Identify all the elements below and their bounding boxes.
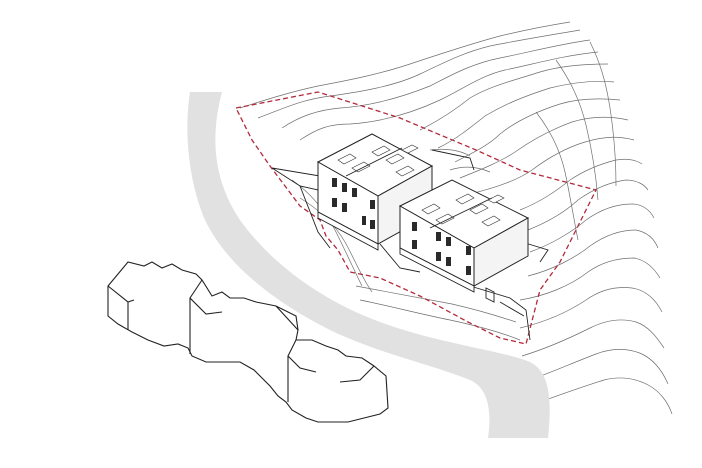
window-icon — [436, 232, 441, 241]
contour-line — [299, 197, 373, 293]
contour-line — [359, 299, 521, 341]
contour-line — [519, 287, 663, 329]
retaining-wall — [299, 185, 331, 249]
contour-line — [521, 319, 665, 357]
contour-line — [355, 285, 517, 323]
window-icon — [370, 200, 375, 209]
skylight-icon — [469, 203, 489, 215]
contour-line — [527, 229, 659, 277]
contour-line — [529, 349, 669, 385]
window-icon — [436, 252, 441, 261]
contour-line — [299, 51, 599, 141]
neighbor-inner-edge — [339, 365, 375, 383]
contour-line — [291, 179, 363, 287]
building-block-a — [316, 133, 434, 251]
skylight-icon — [371, 145, 391, 157]
skylight-icon — [401, 144, 419, 154]
neighbor-inner-edge — [189, 279, 223, 315]
neighbor-inner-edge — [287, 339, 317, 373]
window-icon — [466, 266, 471, 275]
contour-line — [589, 41, 617, 187]
contour-line — [257, 29, 581, 119]
contour-line — [437, 80, 615, 149]
retaining-wall — [431, 149, 475, 171]
window-icon — [332, 198, 337, 207]
contour-line — [281, 39, 591, 129]
skylight-icon — [395, 165, 415, 177]
window-icon — [412, 240, 417, 249]
skylight-icon — [385, 153, 405, 165]
window-icon — [412, 222, 417, 231]
contour-line — [239, 21, 571, 109]
contour-line — [419, 63, 609, 131]
window-icon — [342, 183, 347, 192]
retaining-wall — [499, 301, 525, 317]
neighbor-inner-edge — [275, 305, 299, 331]
neighbor-inner-edge — [107, 285, 135, 303]
skylight-icon — [481, 215, 501, 227]
contour-line — [449, 166, 491, 173]
contour-line — [459, 116, 629, 179]
plinth-a — [317, 211, 379, 251]
skylight-icon — [337, 153, 357, 165]
facade-b-right — [473, 217, 529, 287]
window-icon — [370, 220, 375, 229]
contour-line — [529, 203, 655, 253]
building-block-b — [398, 179, 530, 293]
neighboring-building-outline — [107, 261, 389, 423]
contour-line — [539, 377, 673, 415]
contour-line — [429, 148, 471, 157]
contour-line — [535, 111, 579, 241]
contour-line — [454, 98, 621, 163]
contour-line — [555, 59, 599, 201]
window-icon — [362, 216, 366, 225]
window-icon — [446, 257, 451, 266]
retaining-wall — [379, 243, 421, 273]
skylight-icon — [421, 203, 441, 215]
skylight-icon — [487, 194, 505, 204]
retaining-wall — [521, 241, 549, 263]
curved-road — [187, 92, 550, 438]
window-icon — [332, 178, 337, 187]
neighbor-outline — [107, 261, 389, 423]
window-icon — [446, 237, 451, 246]
window-icon — [342, 203, 347, 212]
window-icon — [352, 188, 357, 197]
roof-divider — [429, 197, 493, 229]
plinth-b — [399, 247, 475, 293]
topographic-contours — [239, 21, 673, 415]
plot-boundary — [235, 91, 597, 345]
contour-line — [527, 179, 649, 231]
retaining-wall — [469, 285, 531, 341]
skylight-icon — [455, 193, 475, 205]
window-icon — [466, 246, 471, 255]
contour-line — [519, 158, 643, 211]
contour-line — [519, 257, 661, 301]
contour-line — [469, 136, 635, 195]
roof-divider — [345, 147, 403, 177]
retaining-wall — [485, 287, 495, 303]
